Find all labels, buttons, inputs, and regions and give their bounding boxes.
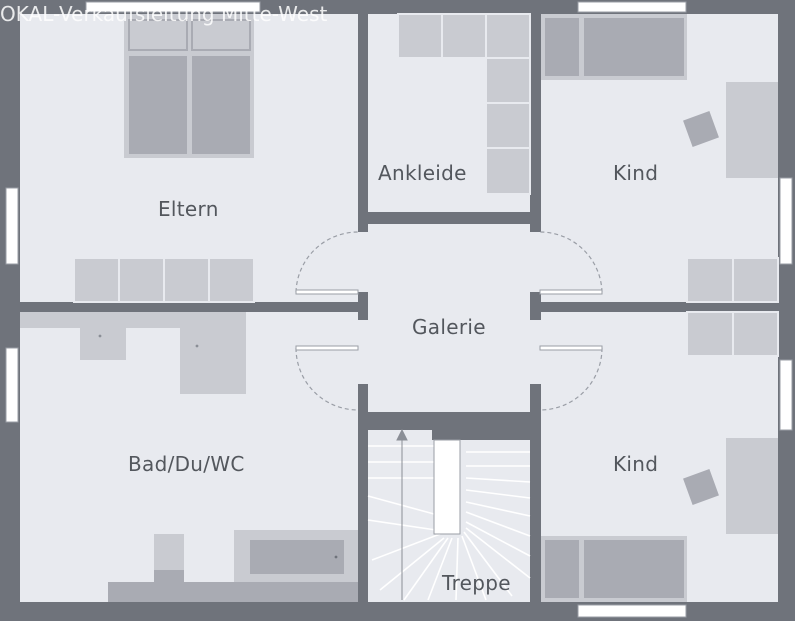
desk-kind-top bbox=[726, 82, 778, 178]
wall-mid-left-stub bbox=[358, 292, 368, 320]
bathtub-drain bbox=[334, 555, 338, 559]
window-left-bottom bbox=[5, 347, 19, 423]
chair-kind-top bbox=[680, 108, 722, 150]
stair-steps bbox=[367, 445, 531, 601]
wall-left-lower bbox=[358, 410, 368, 602]
window-top-left bbox=[85, 1, 261, 13]
wardrobe-kind-bottom bbox=[686, 311, 779, 357]
wall-right-lower bbox=[530, 410, 541, 602]
toilet bbox=[154, 534, 184, 570]
windows bbox=[5, 1, 793, 618]
bad-counter-strip bbox=[20, 312, 246, 328]
chair-kind-bottom bbox=[680, 466, 722, 508]
washbasin-left-drain bbox=[98, 334, 102, 338]
bed-eltern bbox=[124, 14, 254, 158]
door-swings bbox=[295, 231, 603, 411]
window-right-bottom bbox=[779, 359, 793, 431]
wall-kind-left bbox=[530, 14, 541, 232]
wall-mid-right-stub bbox=[530, 292, 540, 320]
room-label-ankleide: Ankleide bbox=[378, 161, 467, 185]
washbasin-left bbox=[80, 312, 126, 360]
toilet-base bbox=[154, 570, 184, 582]
interior-walls bbox=[20, 14, 778, 602]
window-right-top bbox=[779, 177, 793, 265]
room-label-kind-bottom: Kind bbox=[613, 452, 659, 476]
room-label-eltern: Eltern bbox=[158, 197, 219, 221]
door-leaves bbox=[295, 289, 603, 351]
bed-kind-top bbox=[541, 14, 687, 80]
window-top-right bbox=[577, 1, 687, 13]
wall-eltern-right-mid bbox=[358, 204, 368, 232]
shower bbox=[180, 328, 246, 394]
stair-arrow bbox=[396, 428, 408, 600]
wall-horizontal-left bbox=[20, 302, 360, 312]
room-label-galerie: Galerie bbox=[412, 315, 486, 339]
wall-ankleide-bottom bbox=[358, 212, 540, 224]
wardrobe-eltern bbox=[73, 257, 255, 303]
stair-core bbox=[433, 439, 461, 535]
wardrobe-ankleide bbox=[397, 13, 531, 195]
floor-galerie-left bbox=[352, 232, 372, 292]
wall-eltern-right-top bbox=[358, 14, 368, 142]
floor-galerie-right bbox=[526, 232, 546, 292]
window-bottom-right bbox=[577, 604, 687, 618]
bad-ledge bbox=[108, 582, 358, 602]
room-label-bad: Bad/Du/WC bbox=[128, 452, 245, 476]
wall-horizontal-right bbox=[538, 302, 778, 312]
bed-kind-bottom bbox=[541, 536, 687, 602]
wall-treppe-top bbox=[432, 430, 530, 440]
window-left-top bbox=[5, 187, 19, 265]
room-label-kind-top: Kind bbox=[613, 161, 659, 185]
bathtub-inner bbox=[250, 540, 344, 574]
room-label-treppe: Treppe bbox=[442, 571, 511, 595]
wardrobe-kind-top bbox=[686, 257, 779, 303]
desk-kind-bottom bbox=[726, 438, 778, 534]
floor-galerie bbox=[368, 224, 530, 412]
shower-drain bbox=[195, 344, 199, 348]
watermark: OKAL-Verkaufsleitung Mitte-West bbox=[0, 2, 328, 26]
